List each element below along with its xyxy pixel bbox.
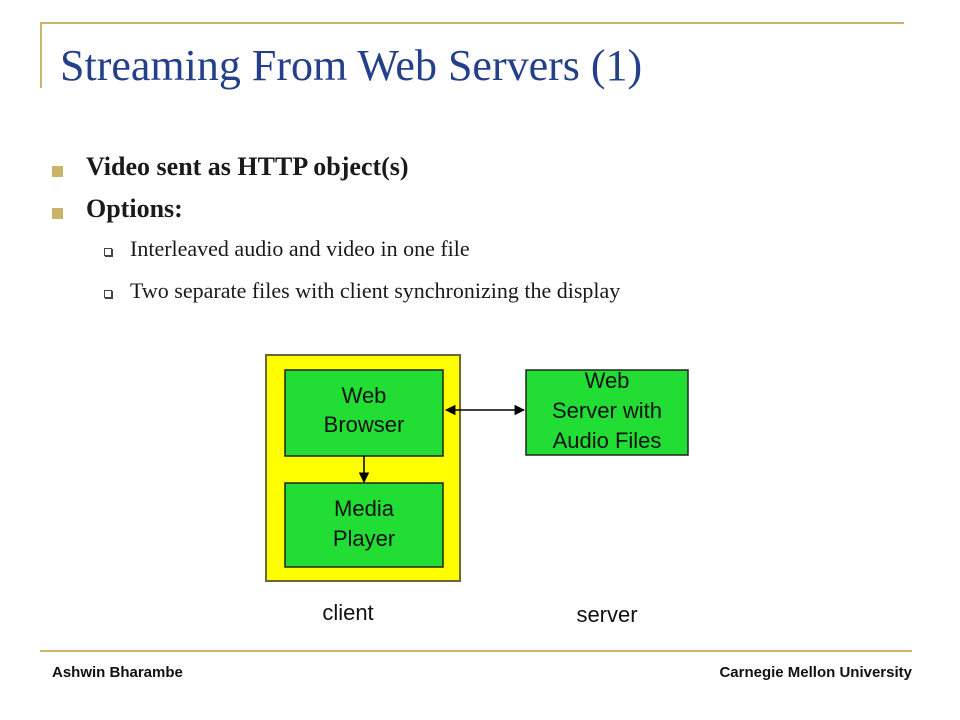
square-bullet-icon (52, 208, 63, 219)
bullet-list: Video sent as HTTP object(s) Options: In… (48, 152, 908, 320)
media-player-label-line1: Media (334, 496, 395, 521)
footer-institution: Carnegie Mellon University (719, 664, 912, 681)
web-browser-label-line1: Web (342, 383, 387, 408)
media-player-label-line2: Player (333, 526, 395, 551)
bullet-item: Video sent as HTTP object(s) (48, 152, 908, 194)
hollow-square-bullet-icon (104, 248, 112, 256)
server-label: server (576, 602, 637, 627)
top-rule (40, 22, 904, 24)
bullet-item: Options: (48, 194, 908, 236)
web-server-label-line3: Audio Files (553, 428, 662, 453)
slide-title: Streaming From Web Servers (1) (60, 41, 643, 90)
sub-bullet-item: Interleaved audio and video in one file (48, 236, 908, 278)
web-browser-box (284, 369, 444, 457)
bullet-text: Video sent as HTTP object(s) (86, 152, 409, 181)
sub-bullet-text: Interleaved audio and video in one file (130, 236, 470, 261)
footer-author: Ashwin Bharambe (52, 664, 183, 681)
sub-bullet-text: Two separate files with client synchroni… (130, 278, 621, 303)
media-player-box (284, 482, 444, 568)
web-server-label-line1: Web (585, 368, 630, 393)
left-rule (40, 22, 42, 88)
footer-rule (40, 650, 912, 652)
web-server-box (525, 369, 689, 456)
client-label: client (322, 600, 373, 625)
hollow-square-bullet-icon (104, 290, 112, 298)
web-browser-label-line2: Browser (324, 412, 405, 437)
sub-bullet-item: Two separate files with client synchroni… (48, 278, 908, 320)
square-bullet-icon (52, 166, 63, 177)
web-server-label-line2: Server with (552, 398, 662, 423)
bullet-text: Options: (86, 194, 183, 223)
